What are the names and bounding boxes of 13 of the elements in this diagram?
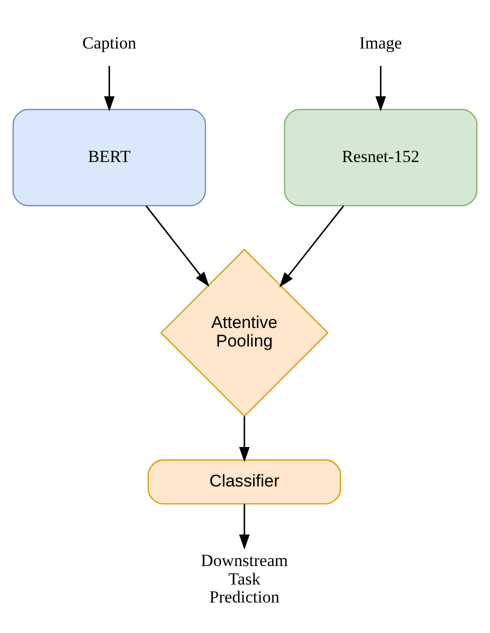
arrow: [239, 503, 250, 550]
node-text: Caption: [82, 32, 136, 52]
arrow: [279, 205, 344, 287]
arrow: [239, 416, 250, 462]
node-box: BERT: [12, 108, 206, 206]
node-text: Image: [359, 32, 402, 52]
node-diamond: Attentive Pooling: [160, 248, 329, 417]
arrow: [146, 205, 210, 286]
node-box: Resnet-152: [284, 108, 478, 206]
arrow: [104, 65, 115, 111]
node-text: Downstream Task Prediction: [200, 550, 288, 606]
node-box: Classifier: [148, 458, 342, 504]
arrow: [375, 65, 386, 111]
